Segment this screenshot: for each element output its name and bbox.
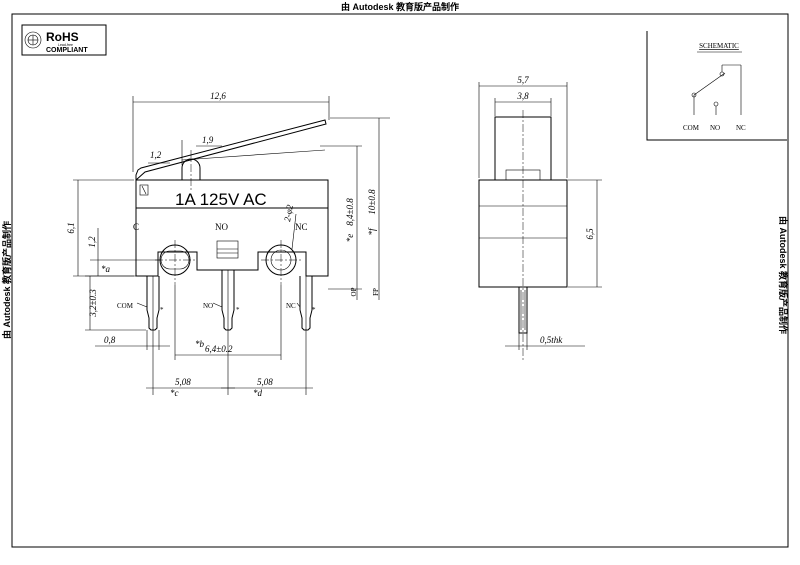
actuator-lever — [135, 119, 327, 182]
pin-nc — [299, 276, 313, 331]
rohs-logo: RoHS Lead-free COMPLIANT — [21, 24, 107, 56]
dim-a: *a — [101, 264, 111, 274]
fp-label: FP — [372, 288, 380, 296]
front-view: 1A 125V AC C NO NC — [66, 91, 390, 398]
dim-lever-pivot: 1,9 — [202, 135, 214, 145]
svg-text:*: * — [160, 306, 164, 314]
switch-body — [135, 179, 329, 277]
dim-f: *f — [367, 227, 377, 236]
side-dim-thk: 0,5thk — [540, 335, 563, 345]
schematic-com-label: COM — [683, 124, 700, 132]
svg-text:*: * — [236, 306, 240, 314]
rating-text: 1A 125V AC — [175, 190, 267, 209]
dim-hole-offset: 1,2 — [87, 236, 97, 248]
watermark-left: 由 Autodesk 教育版产品制作 — [1, 221, 12, 339]
dim-c: *c — [170, 388, 179, 398]
dim-pin-pitch: 6,4±0.2 — [205, 344, 233, 354]
watermark-right: 由 Autodesk 教育版产品制作 — [778, 216, 789, 334]
side-view: 5,7 3,8 6,5 0,5thk — [478, 75, 602, 360]
pin-no — [221, 270, 235, 331]
schematic-no-label: NO — [710, 124, 720, 132]
label-no: NO — [215, 222, 228, 232]
label-nc: NC — [295, 222, 308, 232]
side-dim-height: 6,5 — [585, 228, 595, 240]
pin-no-label: NO — [203, 302, 213, 310]
dim-c-val: 5,08 — [175, 377, 191, 387]
dim-pin-w: 0,8 — [104, 335, 116, 345]
side-dim-actuator: 3,8 — [516, 91, 529, 101]
pin-com-label: COM — [117, 302, 134, 310]
dim-op: 8,4±0.8 — [345, 198, 355, 226]
dim-d-val: 5,08 — [257, 377, 273, 387]
side-pin — [518, 286, 528, 334]
dim-width: 12,6 — [210, 91, 226, 101]
side-dim-width: 5,7 — [517, 75, 529, 85]
op-label: OP — [350, 287, 358, 296]
rohs-subtitle: COMPLIANT — [46, 47, 88, 54]
dim-d: *d — [253, 388, 263, 398]
dim-e: *e — [345, 234, 355, 243]
label-c: C — [133, 222, 139, 232]
dim-height: 6,1 — [66, 222, 76, 233]
schematic-nc-label: NC — [736, 124, 746, 132]
schematic-title: SCHEMATIC — [699, 42, 739, 50]
dim-hole-dia: 2-φ2 — [282, 203, 295, 222]
schematic-com-node-icon — [691, 92, 697, 98]
rohs-tiny: Lead-free — [58, 43, 73, 47]
rohs-seal-icon — [24, 31, 42, 49]
watermark-top: 由 Autodesk 教育版产品制作 — [341, 1, 459, 12]
pin-nc-label: NC — [286, 302, 296, 310]
dim-b: *b — [195, 339, 205, 349]
center-slot — [216, 240, 239, 259]
sheet-border — [11, 13, 789, 548]
rohs-title: RoHS — [46, 30, 79, 44]
dim-lever-tip: 1,2 — [150, 150, 162, 160]
dim-fp: 10±0.8 — [367, 189, 377, 215]
pin-com — [146, 276, 160, 331]
dim-pin-len: 3,2±0.3 — [88, 289, 98, 318]
marker-square — [139, 184, 149, 196]
svg-text:*: * — [312, 306, 316, 314]
schematic-box: SCHEMATIC COM NO NC — [646, 31, 787, 141]
